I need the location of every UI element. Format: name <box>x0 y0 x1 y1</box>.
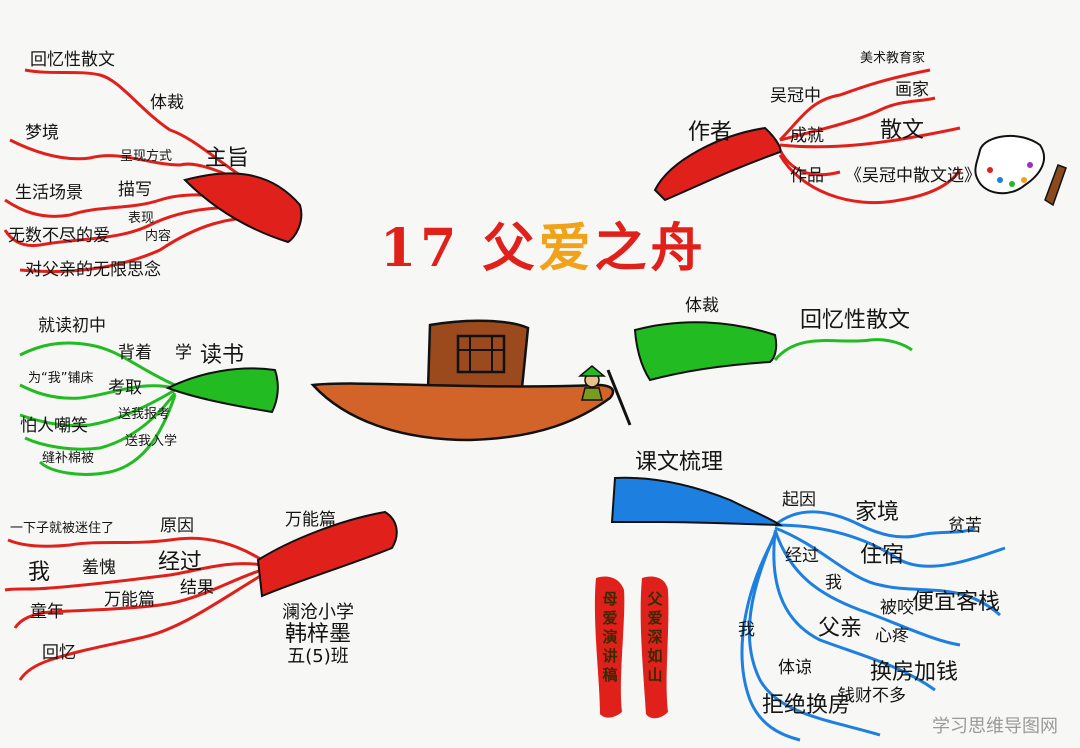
diary-item: 经过 <box>158 550 203 575</box>
branch-genre-label: 体裁 <box>685 296 719 316</box>
branch-author-label: 作者 <box>688 120 733 145</box>
title-char-2: 爱 <box>538 218 595 279</box>
review-item: 家境 <box>855 500 900 525</box>
review-item: 经过 <box>785 546 819 566</box>
branch-reading-label: 读书 <box>200 343 245 368</box>
review-item: 被咬 <box>880 598 914 618</box>
theme-item: 无数不尽的爱 <box>8 226 110 246</box>
theme-item: 体裁 <box>150 93 184 113</box>
reading-item: 缝补棉被 <box>42 451 95 466</box>
palette-doodle <box>974 134 1067 207</box>
review-item: 我 <box>738 620 755 640</box>
review-item: 体谅 <box>778 658 812 678</box>
reading-item: 学 <box>175 343 192 363</box>
theme-item: 描写 <box>118 180 152 200</box>
review-item: 贫苦 <box>948 516 982 536</box>
reading-item: 就读初中 <box>38 316 106 336</box>
branch-genre-wedge <box>633 321 778 382</box>
review-item: 心疼 <box>875 626 909 646</box>
branch-diary-wedge <box>256 510 398 598</box>
diary-item: 原因 <box>160 516 194 536</box>
author-item: 散文 <box>880 118 925 143</box>
review-item: 我 <box>825 573 842 593</box>
theme-item: 呈现方式 <box>120 149 173 164</box>
diary-item: 羞愧 <box>82 558 116 578</box>
author-item: 美术教育家 <box>860 51 926 66</box>
author-item: 吴冠中 <box>770 86 821 106</box>
signature-name: 韩梓墨 <box>284 622 351 647</box>
title-char-3: 之 <box>594 218 651 279</box>
reading-item: 怕人嘲笑 <box>20 416 88 436</box>
diary-item: 万能篇 <box>104 590 155 610</box>
diary-item: 结果 <box>180 578 214 598</box>
author-item: 《吴冠中散文选》 <box>845 166 981 186</box>
theme-item: 表现 <box>128 211 155 226</box>
ribbon-right-label: 父爱深如山 <box>647 590 663 684</box>
theme-item: 生活场景 <box>15 183 83 203</box>
ribbon-left <box>594 576 625 718</box>
title-char-4: 舟 <box>650 218 707 279</box>
review-item: 钱财不多 <box>838 686 906 706</box>
branch-author-lines <box>778 68 962 205</box>
title-number: 17 <box>380 218 461 279</box>
branch-diary-lines <box>4 536 263 681</box>
signature-class: 五(5)班 <box>287 646 349 667</box>
branch-reading-wedge <box>165 367 279 414</box>
branch-review-label: 课文梳理 <box>635 450 724 475</box>
reading-item: 考取 <box>108 378 142 398</box>
watermark: 学习思维导图网 <box>932 716 1058 737</box>
ribbon-right <box>640 576 669 719</box>
author-item: 画家 <box>895 80 929 100</box>
branch-author-wedge <box>653 126 782 202</box>
reading-item: 背着 <box>118 343 152 363</box>
boat-drawing <box>310 319 632 442</box>
signature: 澜沧小学 韩梓墨 五(5)班 <box>282 602 354 668</box>
title-char-1: 父 <box>482 218 539 279</box>
author-item: 成就 <box>790 126 824 146</box>
review-item: 起因 <box>782 490 816 510</box>
author-item: 作品 <box>790 166 824 186</box>
review-item: 便宜客栈 <box>912 590 1001 615</box>
diary-item: 童年 <box>30 602 64 622</box>
signature-school: 澜沧小学 <box>282 602 354 623</box>
diary-item: 我 <box>28 560 51 585</box>
map-title: 17 父爱之舟 <box>380 206 707 281</box>
branch-genre-value: 回忆性散文 <box>800 308 911 333</box>
branch-theme-wedge <box>183 172 303 244</box>
ribbon-left-label: 母爱演讲稿 <box>602 590 618 684</box>
diary-item: 一下子就被迷住了 <box>10 521 115 536</box>
theme-item: 对父亲的无限思念 <box>25 260 161 280</box>
reading-item: 送我报考 <box>118 407 171 422</box>
branch-genre-line <box>773 338 913 361</box>
theme-item: 梦境 <box>25 123 59 143</box>
diary-item: 回忆 <box>42 643 76 663</box>
reading-item: 为“我”铺床 <box>28 371 94 386</box>
branch-review-lines <box>740 510 1006 742</box>
review-item: 父亲 <box>818 616 863 641</box>
reading-item: 送我入学 <box>125 434 178 449</box>
review-item: 换房加钱 <box>870 660 959 685</box>
review-item: 拒绝换房 <box>762 693 851 718</box>
branch-reading-lines <box>19 341 177 476</box>
branch-theme-label: 主旨 <box>205 146 250 171</box>
branch-review-wedge <box>610 476 784 527</box>
review-item: 住宿 <box>860 543 905 568</box>
branch-diary-label: 万能篇 <box>285 510 336 530</box>
theme-item: 回忆性散文 <box>30 50 115 70</box>
theme-item: 内容 <box>145 229 172 244</box>
